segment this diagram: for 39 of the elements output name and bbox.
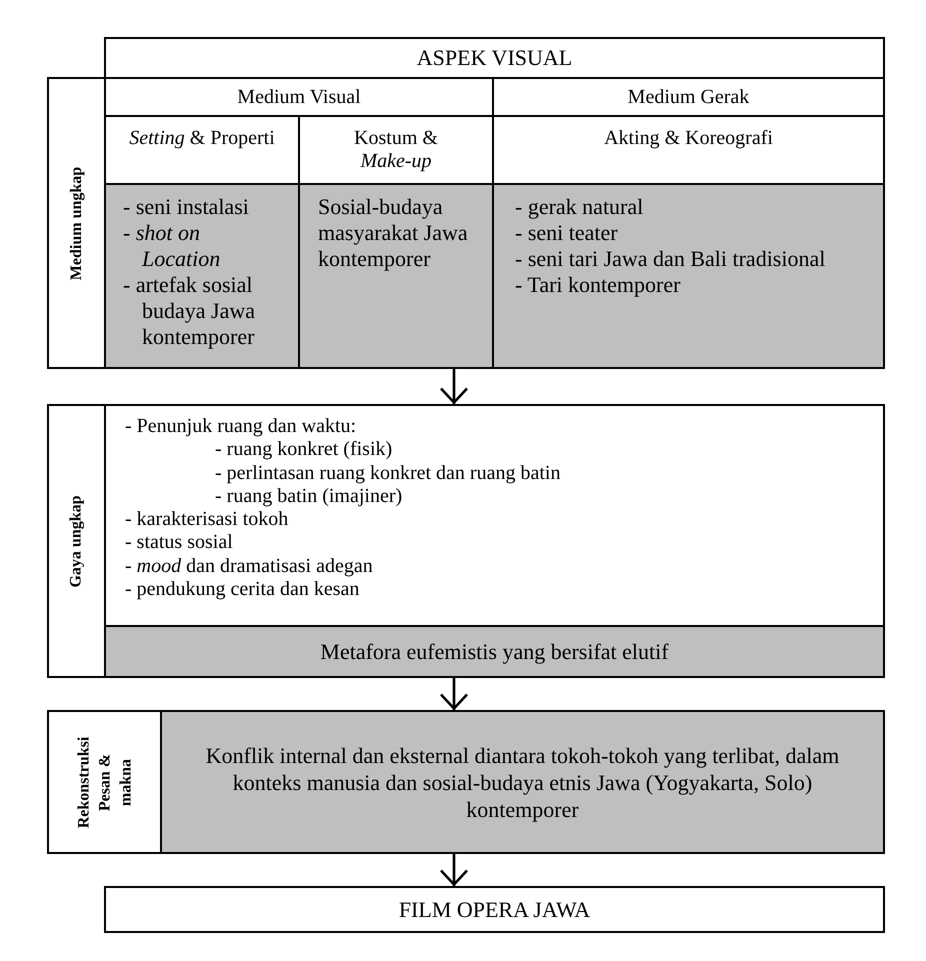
body-text: Sosial-budaya masyarakat Jawa kontemporer: [318, 194, 469, 272]
body-text: Konflik internal dan eksternal diantara tokoh-tokoh yang terlibat, dalam konteks manusia dan sosial-budaya etnis Jawa (Yogyakarta, Solo) kontemporer: [204, 742, 840, 822]
list-item: - karakterisasi tokoh: [125, 508, 290, 532]
content-cell: [298, 183, 494, 369]
list-item: - pendukung cerita dan kesan: [125, 578, 360, 602]
content-cell: [104, 183, 300, 369]
list-item: - Penunjuk ruang dan waktu:: [125, 415, 358, 438]
arrow: [440, 678, 468, 710]
list-item: - seni teater: [515, 220, 619, 246]
subheading: Setting & Properti: [129, 127, 275, 150]
stage-panel: [47, 77, 885, 369]
highlight-bar: [104, 625, 885, 678]
arrow: [440, 854, 468, 886]
column-heading: Medium Visual: [237, 86, 361, 108]
content-cell: [492, 183, 885, 369]
list-item: - gerak natural: [515, 194, 644, 220]
body-text: Metafora eufemistis yang bersifat elutif: [320, 638, 669, 664]
list-item: - shot on Location: [123, 220, 222, 272]
list-item: - seni tari Jawa dan Bali tradisional: [515, 246, 826, 272]
side-label: Gaya ungkap: [67, 494, 86, 588]
subheading: Akting & Koreografi: [604, 127, 773, 150]
header-box: [104, 37, 885, 79]
list-item: - status sosial: [125, 531, 234, 555]
list-item: - ruang batin (imajiner): [215, 484, 404, 508]
list-item: - mood dan dramatisasi adegan: [125, 554, 374, 578]
list-item: - ruang konkret (fisik): [215, 438, 394, 462]
list-item: - artefak sosial budaya Jawa kontemporer: [123, 272, 256, 350]
side-label: Medium ungkap: [67, 166, 86, 280]
side-label: Rekonstruksi Pesan & makna: [74, 735, 135, 830]
list-item: - Tari kontemporer: [515, 272, 682, 298]
heading-text: FILM OPERA JAWA: [398, 896, 590, 922]
heading-text: ASPEK VISUAL: [416, 45, 572, 71]
arrow: [440, 369, 468, 404]
column-heading: Medium Gerak: [628, 86, 750, 108]
result-box: [104, 886, 885, 933]
stage-panel: [47, 404, 885, 678]
list-item: - perlintasan ruang konkret dan ruang batin: [215, 462, 562, 485]
list-item: - seni instalasi: [123, 194, 250, 220]
subheading: Kostum & Make-up: [353, 127, 439, 173]
